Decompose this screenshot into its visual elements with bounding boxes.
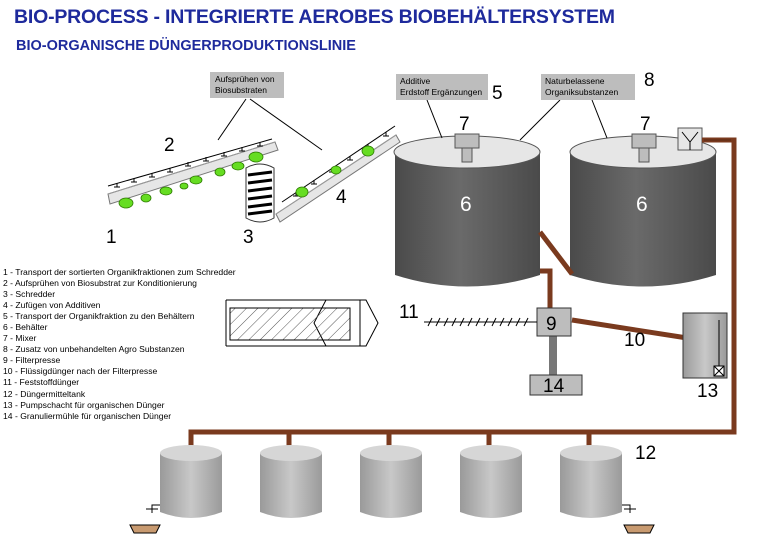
legend-item: 4 - Zufügen von Additiven bbox=[3, 300, 101, 311]
tank-callout-lines bbox=[426, 99, 608, 141]
svg-text:4: 4 bbox=[336, 187, 347, 208]
tap-left bbox=[129, 504, 161, 534]
spray-nozzles-1 bbox=[114, 142, 263, 188]
organic-pellets-4 bbox=[295, 145, 375, 198]
legend-item: 11 - Feststoffdünger bbox=[3, 377, 80, 388]
mixer-left bbox=[454, 133, 480, 163]
shredder bbox=[245, 163, 275, 223]
svg-text:8: 8 bbox=[644, 70, 655, 91]
legend-item: 14 - Granuliermühle für organischen Düng… bbox=[3, 410, 172, 421]
page-title: BIO-PROCESS - INTEGRIERTE AEROBES BIOBEH… bbox=[14, 6, 615, 28]
svg-text:Aufsprühen von: Aufsprühen von bbox=[215, 74, 275, 84]
legend-item: 7 - Mixer bbox=[3, 333, 37, 344]
agro-feeder bbox=[677, 127, 703, 151]
legend-item: 12 - Düngermitteltank bbox=[3, 388, 86, 399]
svg-text:12: 12 bbox=[635, 443, 656, 464]
legend-item: 10 - Flüssigdünger nach der Filterpresse bbox=[3, 366, 158, 377]
svg-text:Additive: Additive bbox=[400, 76, 431, 86]
page-subtitle: BIO-ORGANISCHE DÜNGERPRODUKTIONSLINIE bbox=[16, 38, 356, 54]
organic-pellets-1 bbox=[118, 151, 264, 209]
svg-text:5: 5 bbox=[492, 83, 503, 104]
mixer-right bbox=[631, 133, 657, 163]
pump-shaft bbox=[682, 312, 728, 379]
svg-text:14: 14 bbox=[543, 376, 565, 397]
svg-text:Biosubstraten: Biosubstraten bbox=[215, 85, 267, 95]
svg-text:Erdstoff Ergänzungen: Erdstoff Ergänzungen bbox=[400, 87, 482, 97]
legend-item: 6 - Behälter bbox=[3, 322, 48, 333]
svg-text:7: 7 bbox=[459, 114, 470, 135]
svg-text:13: 13 bbox=[697, 381, 718, 402]
conveyor-1 bbox=[107, 138, 279, 205]
solid-conveyor bbox=[225, 299, 379, 347]
filter-press bbox=[536, 307, 572, 378]
legend-item: 5 - Transport der Organikfraktion zu den… bbox=[3, 311, 195, 322]
granulator bbox=[529, 374, 583, 396]
spray-callout-box: Aufsprühen von Biosubstraten bbox=[210, 72, 284, 98]
svg-text:11: 11 bbox=[399, 302, 419, 323]
fertilizer-tanks bbox=[160, 445, 622, 518]
svg-text:6: 6 bbox=[636, 193, 648, 216]
svg-text:Organiksubstanzen: Organiksubstanzen bbox=[545, 87, 619, 97]
svg-text:2: 2 bbox=[164, 135, 175, 156]
tap-right bbox=[622, 504, 655, 534]
svg-text:Naturbelassene: Naturbelassene bbox=[545, 76, 605, 86]
legend-item: 9 - Filterpresse bbox=[3, 355, 61, 366]
svg-text:7: 7 bbox=[640, 114, 651, 135]
svg-text:3: 3 bbox=[243, 227, 254, 248]
additive-callout-box: Additive Erdstoff Ergänzungen bbox=[396, 74, 488, 100]
legend-item: 1 - Transport der sortierten Organikfrak… bbox=[3, 267, 236, 277]
svg-text:9: 9 bbox=[546, 314, 557, 335]
legend-item: 2 - Aufsprühen von Biosubstrat zur Kondi… bbox=[3, 278, 197, 289]
legend-item: 3 - Schredder bbox=[3, 289, 56, 300]
natural-callout-box: Naturbelassene Organiksubstanzen bbox=[541, 74, 635, 100]
step-numbers: 1 2 3 4 5 6 6 7 7 8 9 10 11 12 13 14 bbox=[106, 70, 718, 464]
legend: 1 - Transport der sortierten Organikfrak… bbox=[3, 267, 236, 422]
solid-fertilizer-line bbox=[424, 317, 537, 327]
legend-item: 13 - Pumpschacht für organischen Dünger bbox=[3, 399, 165, 410]
svg-text:10: 10 bbox=[624, 330, 645, 351]
svg-text:6: 6 bbox=[460, 193, 472, 216]
svg-text:1: 1 bbox=[106, 227, 117, 248]
spray-callout-lines bbox=[217, 98, 323, 151]
legend-item: 8 - Zusatz von unbehandelten Agro Substa… bbox=[3, 344, 185, 355]
